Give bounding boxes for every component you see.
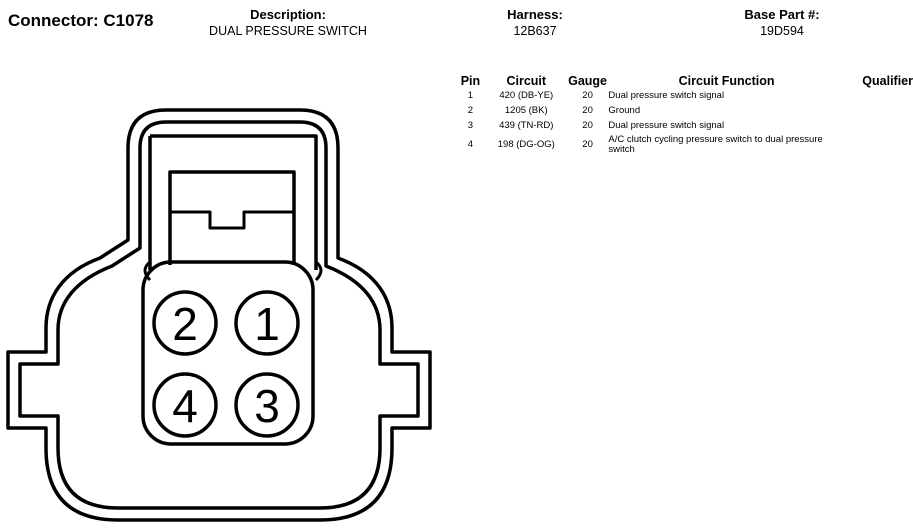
column-header-qualifier: Qualifier: [862, 74, 913, 88]
latch-hook-right: [314, 260, 323, 282]
cell-circuit: 1205 (BK): [504, 104, 548, 116]
description-block: Description: DUAL PRESSURE SWITCH: [188, 7, 388, 38]
pin-table: Pin Circuit Gauge Circuit Function Quali…: [455, 72, 913, 157]
cell-gauge: 20: [582, 104, 593, 116]
harness-block: Harness: 12B637: [475, 7, 595, 38]
base-part-block: Base Part #: 19D594: [722, 7, 842, 38]
cell-pin: 1: [467, 89, 474, 101]
latch-tab: [170, 210, 294, 230]
cell-circuit: 439 (TN-RD): [499, 119, 554, 131]
description-value: DUAL PRESSURE SWITCH: [209, 24, 367, 38]
latch-inner-frame: [168, 170, 296, 265]
pin-2-circle: [152, 290, 218, 356]
table-row: 3 439 (TN-RD) 20 Dual pressure switch si…: [455, 118, 913, 133]
pin-3-circle: [234, 372, 300, 438]
cell-function: Ground: [608, 104, 641, 116]
cell-gauge: 20: [582, 89, 593, 101]
cell-circuit: 420 (DB-YE): [499, 89, 554, 101]
cell-gauge: 20: [582, 139, 593, 150]
base-part-value: 19D594: [760, 24, 804, 38]
table-header-row: Pin Circuit Gauge Circuit Function Quali…: [455, 72, 913, 88]
harness-value: 12B637: [513, 24, 557, 38]
housing-inner-outline: [18, 120, 420, 510]
harness-label: Harness:: [507, 7, 563, 22]
pin-1-circle: [234, 290, 300, 356]
cell-pin: 3: [467, 119, 474, 131]
column-header-circuit-function: Circuit Function: [678, 74, 775, 88]
pin-circles: 2 1 4 3: [152, 290, 300, 438]
column-header-gauge: Gauge: [568, 74, 608, 88]
connector-title: Connector: C1078: [8, 11, 154, 30]
housing-outer-outline: [6, 108, 432, 522]
table-row: 2 1205 (BK) 20 Ground: [455, 103, 913, 118]
pin-3-label: 3: [254, 380, 280, 432]
pin-2-label: 2: [172, 298, 198, 350]
description-label: Description:: [250, 7, 326, 22]
table-row: 4 198 (DG-OG) 20 A/C clutch cycling pres…: [455, 133, 913, 157]
table-row: 1 420 (DB-YE) 20 Dual pressure switch si…: [455, 88, 913, 103]
pin-4-label: 4: [172, 380, 198, 432]
pin-1-label: 1: [254, 298, 280, 350]
pin-cavity-block: [141, 260, 315, 446]
cell-function: A/C clutch cycling pressure switch to du…: [608, 134, 823, 155]
latch-hook-left: [143, 260, 152, 282]
cell-pin: 4: [467, 139, 474, 150]
column-header-circuit: Circuit: [506, 74, 547, 88]
base-part-label: Base Part #:: [744, 7, 820, 22]
pin-4-circle: [152, 372, 218, 438]
cell-gauge: 20: [582, 119, 593, 131]
cell-pin: 2: [467, 104, 474, 116]
cell-function: Dual pressure switch signal: [608, 119, 725, 131]
latch-outline: [148, 134, 318, 270]
column-header-pin: Pin: [460, 74, 481, 88]
cell-circuit: 198 (DG-OG): [497, 139, 555, 150]
cell-function: Dual pressure switch signal: [608, 89, 725, 101]
